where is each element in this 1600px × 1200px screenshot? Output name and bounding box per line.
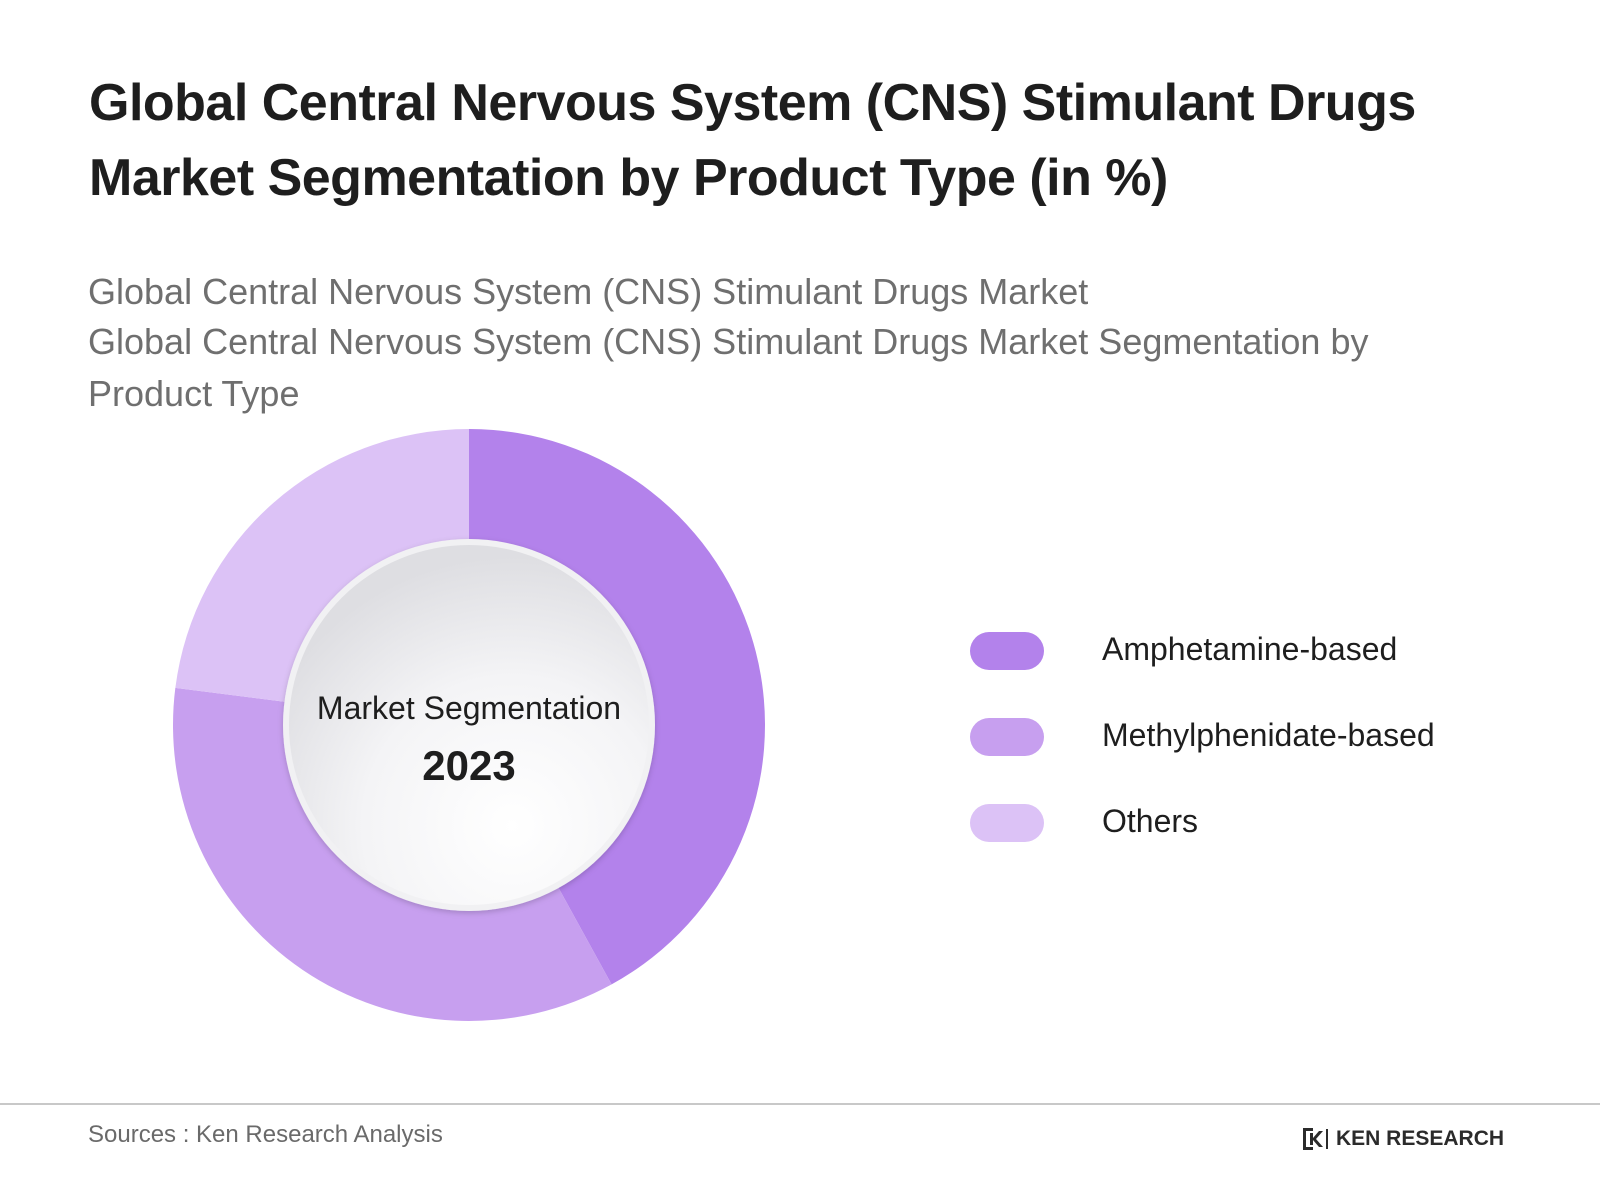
- donut-slices: [172, 429, 765, 1022]
- legend-swatch: [970, 632, 1044, 670]
- source-note: Sources : Ken Research Analysis: [88, 1121, 443, 1148]
- slice-methylphenidate: [172, 687, 612, 1022]
- subtitle-line-2: Global Central Nervous System (CNS) Stim…: [88, 321, 1369, 414]
- chart-title: Global Central Nervous System (CNS) Stim…: [89, 74, 1416, 207]
- footer-divider: [0, 1103, 1600, 1105]
- legend-swatch: [970, 804, 1044, 842]
- subtitle-line-1: Global Central Nervous System (CNS) Stim…: [88, 271, 1089, 312]
- center-label: Market Segmentation: [317, 690, 621, 726]
- legend-swatch: [970, 718, 1044, 756]
- legend-item-methylphenidate: Methylphenidate-based: [970, 701, 1530, 761]
- legend-label: Others: [1102, 803, 1199, 839]
- legend-label: Amphetamine-based: [1102, 631, 1398, 667]
- chart-subtitle: Global Central Nervous System (CNS) Stim…: [88, 268, 1488, 420]
- legend-item-others: Others: [970, 787, 1530, 847]
- brand-name: KEN RESEARCH: [1336, 1127, 1505, 1150]
- ken-research-logo-icon: [1303, 1128, 1328, 1150]
- slice-amphetamine: [469, 429, 765, 985]
- donut-center-face: [289, 545, 649, 905]
- legend-label: Methylphenidate-based: [1102, 717, 1435, 753]
- center-year: 2023: [422, 742, 515, 789]
- slice-others: [175, 429, 469, 703]
- legend-item-amphetamine: Amphetamine-based: [970, 615, 1530, 675]
